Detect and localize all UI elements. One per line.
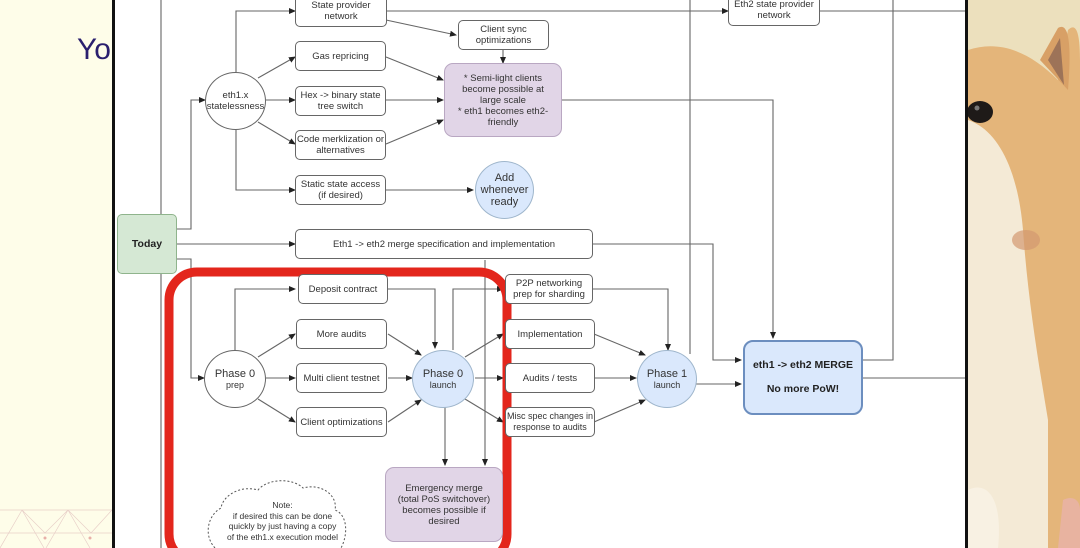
node-label: No more PoW! [766, 383, 840, 395]
node-label: prep [225, 380, 244, 390]
edge [385, 119, 444, 145]
node-eth1-eth2-merge[interactable]: eth1 -> eth2 MERGE No more PoW! [743, 340, 863, 415]
node-label: * Semi-light clients become possible at … [462, 72, 544, 106]
node-label: * eth1 becomes eth2-friendly [457, 105, 549, 128]
node-label: statelessness [206, 101, 265, 112]
slide-title: Yo [77, 33, 111, 66]
edge [593, 333, 646, 356]
node-phase0-prep[interactable]: Phase 0 prep [204, 350, 266, 408]
edge [387, 399, 422, 423]
note-line: quickly by just having a copy [228, 521, 337, 531]
node-deposit-contract[interactable]: Deposit contract [298, 274, 388, 304]
edge [235, 130, 296, 193]
node-hex-binary-switch[interactable]: Hex -> binary state tree switch [295, 86, 386, 116]
shiba-dog-image [968, 0, 1080, 548]
node-client-sync-optimizations[interactable]: Client sync optimizations [458, 20, 549, 50]
node-label: Phase 0 [422, 368, 464, 380]
edge [464, 398, 504, 423]
note-text: Note: if desired this can be done quickl… [220, 500, 345, 542]
node-static-state-access[interactable]: Static state access (if desired) [295, 175, 386, 205]
decorative-pattern [0, 509, 112, 548]
note-line: if desired this can be done [232, 510, 333, 521]
edge [257, 333, 296, 358]
node-misc-spec-changes[interactable]: Misc spec changes in response to audits [505, 407, 595, 437]
edge [464, 333, 504, 358]
node-eth1x-statelessness[interactable]: eth1.x statelessness [205, 72, 266, 130]
node-code-merklization[interactable]: Code merklization or alternatives [295, 130, 386, 160]
node-state-provider-network[interactable]: State provider network [295, 0, 387, 27]
node-semi-light-clients[interactable]: * Semi-light clients become possible at … [444, 63, 562, 137]
note-line: Note: [272, 500, 293, 510]
edge [257, 121, 296, 145]
note-line: of the eth1.x execution model [226, 531, 339, 542]
edge [176, 97, 206, 230]
edge [452, 286, 504, 350]
edge [387, 333, 422, 356]
edge [257, 398, 296, 423]
node-label: Phase 0 [214, 368, 256, 380]
edge [385, 56, 444, 81]
node-audits-tests[interactable]: Audits / tests [505, 363, 595, 393]
edge [385, 19, 457, 37]
slide-background [0, 0, 112, 548]
edge [562, 99, 776, 339]
node-implementation[interactable]: Implementation [505, 319, 595, 349]
node-label: Phase 1 [646, 368, 688, 380]
roadmap-diagram: Today State provider network Client sync… [112, 0, 968, 548]
note-cloud [207, 480, 347, 548]
edge [257, 56, 296, 79]
dog-illustration [968, 0, 1080, 548]
edge [593, 243, 742, 363]
node-label: launch [653, 380, 681, 390]
edge [176, 258, 205, 381]
node-eth2-state-provider-network[interactable]: Eth2 state provider network [728, 0, 820, 26]
edge [234, 286, 296, 350]
edge [593, 399, 646, 423]
edge [388, 288, 438, 349]
node-label: eth1.x [222, 90, 249, 101]
node-add-whenever-ready[interactable]: Add whenever ready [475, 161, 534, 219]
node-label: launch [429, 380, 457, 390]
edge [235, 8, 296, 72]
node-label: eth1 -> eth2 MERGE [752, 359, 854, 371]
node-more-audits[interactable]: More audits [296, 319, 387, 349]
node-phase1-launch[interactable]: Phase 1 launch [637, 350, 697, 408]
node-emergency-merge[interactable]: Emergency merge (total PoS switchover) b… [385, 467, 503, 542]
node-gas-repricing[interactable]: Gas repricing [295, 41, 386, 71]
node-phase0-launch[interactable]: Phase 0 launch [412, 350, 474, 408]
node-p2p-networking[interactable]: P2P networking prep for sharding [505, 274, 593, 304]
edge [593, 288, 671, 351]
connector-layer [160, 0, 965, 548]
node-multi-client-testnet[interactable]: Multi client testnet [296, 363, 387, 393]
node-client-optimizations[interactable]: Client optimizations [296, 407, 387, 437]
edge [863, 0, 894, 361]
node-today[interactable]: Today [117, 214, 177, 274]
node-merge-specification[interactable]: Eth1 -> eth2 merge specification and imp… [295, 229, 593, 259]
